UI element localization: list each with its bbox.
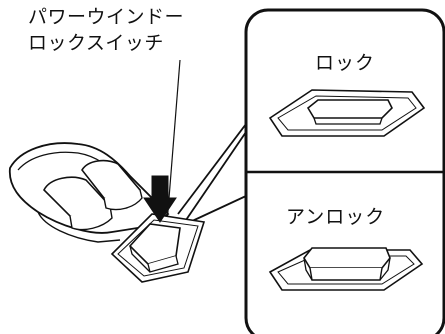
unlock-state-illustration (268, 247, 424, 291)
armrest-assembly (8, 142, 206, 283)
zoom-line-lower (189, 195, 247, 223)
callout-label-line1: パワーウインドー (28, 6, 185, 28)
zoom-line-upper-inner (185, 131, 247, 221)
callout-label-line2: ロックスイッチ (28, 32, 164, 54)
lock-state-label: ロック (315, 52, 376, 74)
zoom-line-upper (177, 123, 247, 215)
down-arrow-icon (143, 175, 177, 223)
lock-state-illustration (268, 89, 426, 137)
unlock-state-label: アンロック (286, 206, 386, 228)
